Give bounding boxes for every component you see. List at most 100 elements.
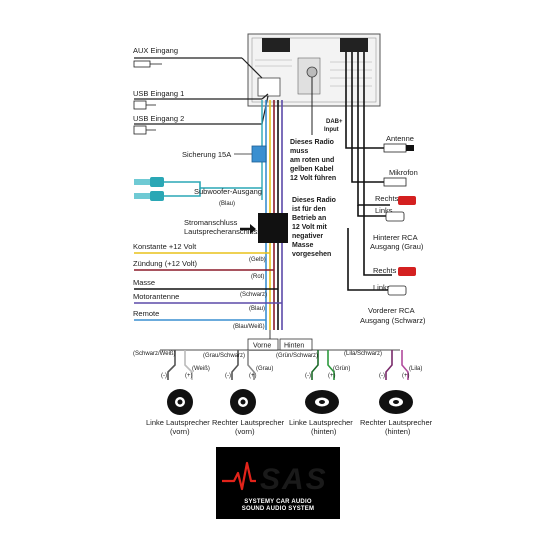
head-unit [247,33,381,107]
svg-text:gelben Kabel: gelben Kabel [290,166,334,173]
rear-rca-right: Rechts [375,194,399,203]
svg-text:ist für den: ist für den [292,206,326,213]
svg-text:(+): (+) [249,373,257,379]
speaker-rear-right: Rechter Lautsprecher (hinten) [360,390,433,436]
logo-brand: SAS [260,463,328,496]
svg-text:Rechter Lautsprecher: Rechter Lautsprecher [212,418,285,427]
svg-text:(-): (-) [161,373,167,379]
fuse-label: Sicherung 15A [182,150,231,159]
speaker-front-right: Rechter Lautsprecher (vorn) [212,389,285,436]
power-wires: Konstante +12 Volt (Gelb) Zündung (+12 V… [133,242,282,330]
svg-text:(Grün): (Grün) [333,366,350,372]
svg-text:(vorn): (vorn) [170,427,190,436]
usb-aux-connector [257,77,281,97]
speaker-wire-labels: (Schwarz/Weiß) (Weiß) (Grau/Schwarz) (Gr… [133,351,422,372]
svg-text:(Lila): (Lila) [409,366,422,372]
note-red-yellow: Dieses Radio muss am roten und gelben Ka… [290,139,336,182]
power-label-2: Lautsprecheranschluss [184,227,261,236]
svg-text:12 Volt führen: 12 Volt führen [290,175,336,182]
svg-text:(hinten): (hinten) [385,427,411,436]
aux-plug-icon [133,60,151,68]
mic-label: Mikrofon [389,168,418,177]
svg-text:Masse: Masse [292,242,314,249]
svg-text:(Lila/Schwarz): (Lila/Schwarz) [344,351,382,357]
rca-white-icon [385,211,405,222]
note-ground: Dieses Radio ist für den Betrieb an 12 V… [292,197,336,258]
svg-text:(vorn): (vorn) [235,427,255,436]
svg-text:12 Volt mit: 12 Volt mit [292,224,328,231]
svg-text:(Grau/Schwarz): (Grau/Schwarz) [203,353,245,359]
front-rca-caption-1: Vorderer RCA [368,306,415,315]
power-connector: Stromanschluss Lautsprecheranschluss [184,213,288,243]
svg-text:(-): (-) [225,373,231,379]
usb1-label: USB Eingang 1 [133,89,184,98]
svg-text:(-): (-) [305,373,311,379]
rear-rca-caption-2: Ausgang (Grau) [370,242,424,251]
svg-text:negativer: negativer [292,233,323,240]
wire-color-remote: (Blau/Weiß) [233,324,265,330]
wire-color-antenna: (Blau) [249,306,265,312]
wire-label-antenna: Motorantenne [133,292,179,301]
svg-text:Dieses Radio: Dieses Radio [292,197,336,204]
usb1-plug-icon [133,100,147,110]
antenna-label: Antenne [386,134,414,143]
speaker-wires [167,350,409,380]
front-rca-caption-2: Ausgang (Schwarz) [360,316,426,325]
svg-text:(+): (+) [185,373,193,379]
front-rca-right: Rechts [373,266,397,275]
svg-text:(Grau): (Grau) [256,366,273,372]
svg-text:Input: Input [324,127,339,133]
svg-text:vorgesehen: vorgesehen [292,251,331,258]
antenna-socket [306,66,318,78]
svg-text:(+): (+) [402,373,410,379]
svg-text:(hinten): (hinten) [311,427,337,436]
rca-red-icon [398,196,416,205]
aux-input: AUX Eingang [133,46,263,79]
svg-text:Rechter Lautsprecher: Rechter Lautsprecher [360,418,433,427]
usb2-input: USB Eingang 2 [133,95,269,135]
svg-text:(Schwarz/Weiß): (Schwarz/Weiß) [133,351,176,357]
wire-color-ignition: (Rot) [251,274,264,280]
sas-logo: SAS SYSTEMY CAR AUDIO SOUND AUDIO SYSTEM [216,447,340,519]
fuse: Sicherung 15A [182,145,267,163]
wire-label-ground: Masse [133,278,155,287]
antenna-plug-icon [383,143,407,153]
aux-label: AUX Eingang [133,46,178,55]
subwoofer-color: (Blau) [219,201,235,207]
front-rca-output: Rechts Links Vorderer RCA Ausgang (Schwa… [347,52,426,325]
logo-line-1: SYSTEMY CAR AUDIO [244,499,312,505]
dab-input: DAB+ Input [311,77,343,135]
svg-text:(-): (-) [379,373,385,379]
rear-rca-caption-1: Hinterer RCA [373,233,418,242]
subwoofer-rca-icon [150,177,164,187]
svg-text:DAB+: DAB+ [326,119,343,125]
usb1-input: USB Eingang 1 [133,89,269,110]
speaker-bus: Vorne Hinten [160,330,400,351]
mic-plug-icon [383,177,407,187]
wire-label-ignition: Zündung (+12 Volt) [133,259,198,268]
mic-input: Mikrofon [351,52,418,187]
usb2-label: USB Eingang 2 [133,114,184,123]
svg-text:Linke Lautsprecher: Linke Lautsprecher [289,418,353,427]
speaker-rear-left: Linke Lautsprecher (hinten) [289,390,353,436]
group-rear: Hinten [284,343,304,350]
subwoofer-output: Subwoofer-Ausgang (Blau) [134,177,262,207]
antenna-input: Antenne [345,52,414,153]
power-label-1: Stromanschluss [184,218,238,227]
iso-connector-left [262,38,290,52]
wire-label-constant: Konstante +12 Volt [133,242,197,251]
front-rca-left: Links [373,283,391,292]
svg-text:Betrieb an: Betrieb an [292,215,326,222]
polarity-labels: (-) (+) (-) (+) (-) (+) (-) (+) [161,373,410,379]
fuse-icon [251,145,267,163]
wire-color-constant: (Gelb) [249,257,266,263]
logo-line-2: SOUND AUDIO SYSTEM [241,506,315,512]
speaker-front-left: Linke Lautsprecher (vorn) [146,389,210,436]
rear-rca-output: Rechts Links Hinterer RCA Ausgang (Grau) [357,52,424,251]
svg-text:Dieses Radio: Dieses Radio [290,139,334,146]
svg-text:Linke Lautsprecher: Linke Lautsprecher [146,418,210,427]
usb2-plug-icon [133,125,147,135]
subwoofer-label: Subwoofer-Ausgang [194,187,262,196]
svg-text:am roten und: am roten und [290,157,334,164]
